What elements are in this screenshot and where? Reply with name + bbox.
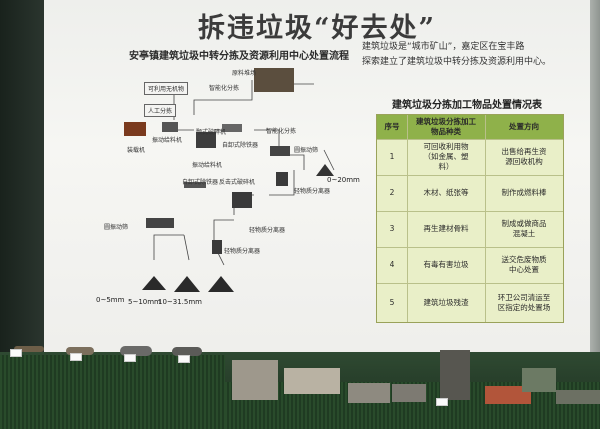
sample-hazard-pile [172, 347, 202, 356]
sample-aggregate-pile [120, 346, 152, 356]
label-car-wash: 可利用无机物 [144, 82, 189, 95]
pile-0-5-icon [142, 276, 166, 290]
label-jaw-crusher: 颚式破碎机 [196, 129, 227, 136]
sample-tag [124, 354, 136, 362]
pile-10-31-icon [208, 276, 234, 292]
label-size-0-20: 0~20mm [327, 176, 360, 184]
header-no: 序号 [384, 122, 400, 131]
raw-pile-image [254, 68, 294, 92]
table-divider [377, 139, 563, 140]
intro-line-1: 建筑垃圾是“城市矿山”，嘉定区在宝丰路 [362, 42, 525, 52]
poster-board: 拆违垃圾“好去处” 安亭镇建筑垃圾中转分拣及资源利用中心处置流程 建筑垃圾是“城… [44, 0, 590, 372]
sample-paving-slab [284, 368, 340, 394]
table-divider [377, 247, 563, 248]
light-separator-icon-1 [276, 172, 288, 186]
light-separator-icon-2 [212, 240, 222, 254]
row-1-kind: 可回收利用物（如金属、塑料） [423, 142, 469, 171]
label-smart-sort-1: 智能化分拣 [209, 85, 240, 92]
row-3-kind: 再生建材骨料 [423, 224, 469, 233]
label-size-5-10: 5~10mm [128, 298, 161, 306]
sample-hollow-block [440, 350, 470, 400]
sample-green-paver [556, 390, 600, 404]
label-light-sep-2: 轻物质分离器 [294, 188, 331, 195]
artificial-grass-left [0, 355, 225, 429]
table-divider [377, 283, 563, 284]
screen-icon-2 [146, 218, 174, 228]
row-5-dest: 环卫公司清运至区指定的处置场 [497, 292, 551, 312]
magnet-icon-1 [222, 124, 242, 132]
label-light-sep-3: 轻物质分离器 [249, 227, 286, 234]
row-5-no: 5 [389, 297, 395, 307]
sample-metal-pile [14, 346, 44, 352]
label-magnet-2: 自卸式除铁器 [182, 179, 219, 186]
label-feeder: 振动给料机 [152, 137, 183, 144]
label-impact-crusher: 反击式破碎机 [219, 179, 256, 186]
loader-icon [124, 122, 146, 136]
sample-tag [70, 353, 82, 361]
row-3-dest: 制成或做商品混凝土 [501, 219, 547, 238]
row-2-no: 2 [389, 188, 395, 197]
label-size-10-31: 10~31.5mm [158, 298, 202, 306]
sample-tag [10, 349, 22, 357]
flow-title: 安亭镇建筑垃圾中转分拣及资源利用中心处置流程 [129, 51, 349, 62]
sample-wood-pile [66, 347, 94, 355]
table-title: 建筑垃圾分拣加工物品处置情况表 [392, 100, 542, 111]
impact-crusher-icon [232, 192, 252, 208]
row-2-kind: 木材、纸张等 [423, 188, 469, 197]
label-vib-feeder: 振动给料机 [192, 162, 223, 169]
intro-line-2: 探索建立了建筑垃圾中转分拣及资源利用中心。 [362, 57, 552, 67]
row-1-dest: 出售给再生资源回收机构 [501, 147, 547, 166]
row-4-kind: 有毒有害垃圾 [423, 260, 469, 269]
label-size-0-5: 0~5mm [96, 296, 125, 304]
label-loader: 装载机 [127, 147, 146, 154]
label-magnet-1: 自卸式除铁器 [222, 142, 259, 149]
row-1-no: 1 [389, 152, 395, 161]
sample-hollow-brick-stack [232, 360, 278, 400]
sample-red-brick [485, 386, 531, 404]
table-divider [407, 115, 408, 322]
sample-block-medium [392, 384, 426, 402]
feeder-icon [162, 122, 178, 132]
flowchart-diagram [124, 68, 335, 292]
row-4-no: 4 [389, 260, 395, 269]
label-screen-2: 圆振动筛 [104, 224, 129, 231]
jaw-crusher-icon [196, 132, 216, 148]
table-divider [377, 211, 563, 212]
left-wall [0, 0, 48, 360]
label-screen-1: 圆振动筛 [294, 147, 319, 154]
row-5-kind: 建筑垃圾残渣 [423, 297, 469, 307]
table-divider [377, 175, 563, 176]
row-3-no: 3 [389, 224, 395, 233]
label-smart-sort-2: 智能化分拣 [266, 128, 297, 135]
table-header [377, 115, 563, 139]
header-kind: 建筑垃圾分拣加工物品种类 [416, 117, 476, 136]
label-raw-pile: 原料堆场 [232, 70, 257, 77]
disposal-table: 序号 建筑垃圾分拣加工物品种类 处置方向 1 可回收利用物（如金属、塑料） 出售… [376, 114, 564, 323]
label-manual-sort: 人工分拣 [144, 104, 177, 117]
label-light-sep-4: 轻物质分离器 [224, 248, 261, 255]
poster-title: 拆违垃圾“好去处” [197, 13, 437, 44]
screen-icon-1 [270, 146, 290, 156]
table-divider [485, 115, 486, 322]
pile-0-20-icon [316, 164, 334, 176]
sample-tag [436, 398, 448, 406]
row-2-dest: 制作成燃料棒 [501, 188, 547, 197]
row-4-dest: 送交危废物质中心处置 [501, 255, 547, 274]
magnet-icon-2 [184, 182, 206, 188]
intro-text: 建筑垃圾是“城市矿山”，嘉定区在宝丰路 探索建立了建筑垃圾中转分拣及资源利用中心… [362, 40, 562, 70]
sample-grass-paver [522, 368, 556, 392]
sample-tag [178, 355, 190, 363]
pile-5-10-icon [174, 276, 200, 292]
sample-block-small [348, 383, 390, 403]
header-dest: 处置方向 [509, 122, 539, 131]
